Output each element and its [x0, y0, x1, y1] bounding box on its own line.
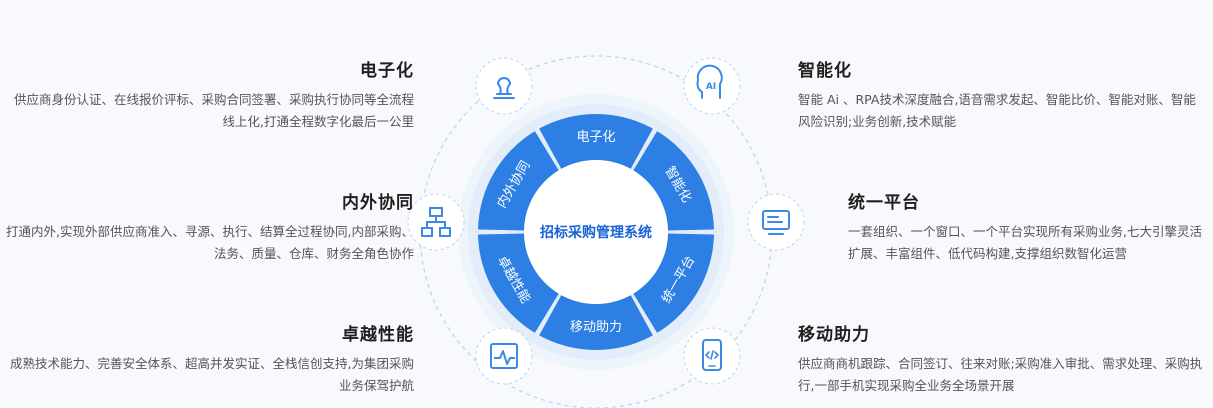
feature-mobile: 移动助力 供应商商机跟踪、合同签订、往来对账;采购准入审批、需求处理、采购执行,… [798, 320, 1206, 397]
ring-segment-label: 移动助力 [570, 320, 622, 335]
feature-desc: 供应商身份认证、在线报价评标、采购合同签署、采购执行协同等全流程线上化,打通全程… [13, 92, 414, 129]
ring-segment [539, 295, 653, 350]
feature-performance: 卓越性能 成熟技术能力、完善安全体系、超高并发实证、全栈信创支持,为集团采购业务… [4, 320, 414, 397]
feature-desc: 供应商商机跟踪、合同签订、往来对账;采购准入审批、需求处理、采购执行,一部手机实… [798, 356, 1203, 393]
feature-electronic: 电子化 供应商身份认证、在线报价评标、采购合同签署、采购执行协同等全流程线上化,… [4, 56, 414, 133]
mobile-code-icon [683, 327, 741, 385]
feature-title: 智能化 [798, 61, 852, 81]
ring-segment [633, 233, 714, 333]
center-disc [524, 160, 668, 304]
ring-segment [633, 131, 714, 231]
center-label: 招标采购管理系统 [540, 224, 652, 241]
ring-segment [478, 233, 559, 333]
stamp-icon [475, 57, 533, 115]
feature-title: 移动助力 [798, 325, 870, 345]
ring-segment [478, 131, 559, 231]
feature-collaboration: 内外协同 打通内外,实现外部供应商准入、寻源、执行、结算全过程协同,内部采购、法… [4, 188, 414, 265]
monitor-icon [747, 193, 805, 251]
ai-head-icon: AI [683, 57, 741, 115]
feature-desc: 一套组织、一个窗口、一个平台实现所有采购业务,七大引擎灵活扩展、丰富组件、低代码… [848, 224, 1202, 261]
svg-text:AI: AI [706, 82, 716, 92]
feature-title: 统一平台 [848, 193, 920, 213]
feature-desc: 智能 Ai 、RPA技术深度融合,语音需求发起、智能比价、智能对账、智能风险识别… [798, 92, 1196, 129]
feature-title: 卓越性能 [342, 325, 414, 345]
feature-platform: 统一平台 一套组织、一个窗口、一个平台实现所有采购业务,七大引擎灵活扩展、丰富组… [848, 188, 1208, 265]
ring-segment-label: 电子化 [576, 130, 615, 145]
feature-desc: 成熟技术能力、完善安全体系、超高并发实证、全栈信创支持,为集团采购业务保驾护航 [10, 356, 414, 393]
org-chart-icon [407, 193, 465, 251]
pulse-chart-icon [475, 327, 533, 385]
ring-segment [539, 114, 653, 169]
feature-desc: 打通内外,实现外部供应商准入、寻源、执行、结算全过程协同,内部采购、法务、质量、… [6, 224, 414, 261]
feature-intelligent: 智能化 智能 Ai 、RPA技术深度融合,语音需求发起、智能比价、智能对账、智能… [798, 56, 1206, 133]
feature-title: 电子化 [360, 61, 414, 81]
ring-segments [478, 114, 714, 350]
feature-title: 内外协同 [342, 193, 414, 213]
